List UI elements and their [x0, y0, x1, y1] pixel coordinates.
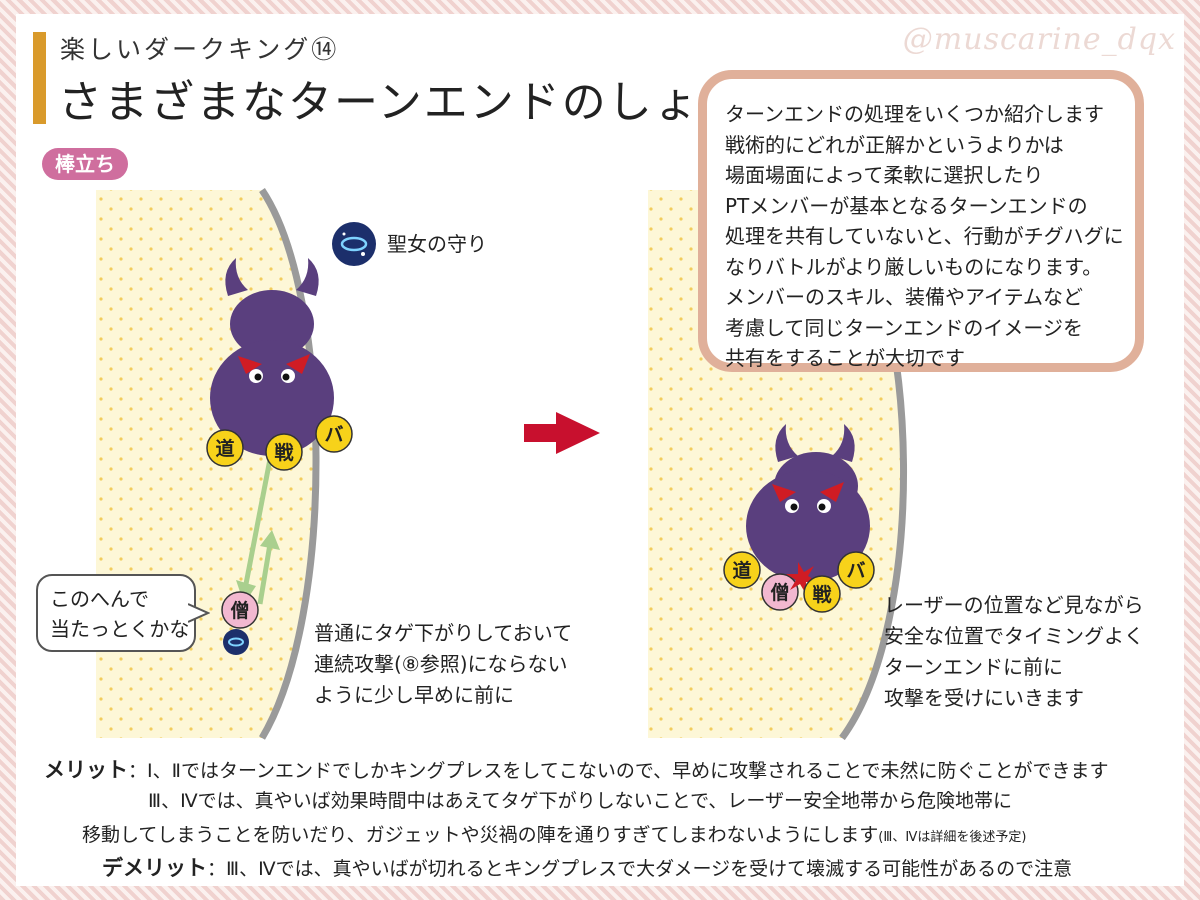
merit-line-2: Ⅲ、Ⅳでは、真やいば効果時間中はあえてタゲ下がりしないことで、レーザー安全地帯か…: [148, 790, 1012, 812]
merit-line-1: メリット：Ⅰ、Ⅱではターンエンドでしかキングプレスをしてこないので、早めに攻撃さ…: [44, 758, 1109, 782]
member-dougu-right: 道: [723, 551, 761, 589]
member-dougu-left: 道: [206, 429, 244, 467]
info-line: PTメンバーが基本となるターンエンドの: [725, 193, 1088, 218]
speech-bubble-tail: [188, 603, 210, 623]
dark-king-boss-right: [746, 424, 870, 582]
left-caption: 普通にタゲ下がりしておいて 連続攻撃(⑧参照)にならない ように少し早めに前に: [314, 618, 572, 711]
member-battle-right-label: バ: [846, 560, 865, 582]
caption-line: 攻撃を受けにいきます: [884, 686, 1084, 710]
caption-line: レーザーの位置など見ながら: [884, 593, 1144, 617]
merit-label: メリット: [44, 758, 128, 782]
member-battle-left: バ: [315, 415, 353, 453]
page-title: さまざまなターンエンドのしょり1: [58, 77, 776, 128]
speech-bubble: このへんで 当たっとくかな: [36, 574, 196, 652]
movement-arrows: [236, 453, 280, 605]
speech-line: このへんで: [50, 587, 149, 611]
title-accent-bar: [33, 32, 46, 124]
info-line: なりバトルがより厳しいものになります。: [725, 254, 1103, 279]
merit-note: (Ⅲ、Ⅳは詳細を後述予定): [878, 830, 1027, 845]
holy-protection-orb-small: [223, 629, 249, 655]
right-caption: レーザーの位置など見ながら 安全な位置でタイミングよく ターンエンドに前に 攻撃…: [884, 590, 1144, 714]
info-line: ターンエンドの処理をいくつか紹介します: [725, 102, 1104, 126]
member-battle-right: バ: [837, 551, 875, 589]
caption-line: 安全な位置でタイミングよく: [884, 624, 1144, 648]
member-sou-right: 僧: [761, 573, 799, 611]
member-battle-left-label: バ: [324, 424, 343, 446]
watermark: @muscarine_dqx: [902, 22, 1176, 57]
holy-protection-label: 聖女の守り: [387, 232, 487, 256]
member-senshi-right-label: 戦: [812, 583, 831, 606]
caption-line: 連続攻撃(⑧参照)にならない: [314, 652, 568, 676]
member-senshi-left-label: 戦: [274, 441, 293, 464]
member-sou-left: 僧: [221, 591, 259, 629]
transition-arrow: [524, 412, 600, 454]
info-line: メンバーのスキル、装備やアイテムなど: [725, 285, 1083, 309]
demerit-line: デメリット：Ⅲ、Ⅳでは、真やいばが切れるとキングプレスで大ダメージを受けて壊滅す…: [102, 856, 1073, 880]
member-sou-left-label: 僧: [230, 599, 249, 622]
info-box: ターンエンドの処理をいくつか紹介します 戦術的にどれが正解かというよりかは 場面…: [698, 70, 1144, 372]
caption-line: ターンエンドに前に: [884, 655, 1063, 679]
merit-line-3: 移動してしまうことを防いだり、ガジェットや災禍の陣を通りすぎてしまわないようにし…: [82, 824, 1027, 846]
info-line: 共有をすることが大切です: [725, 346, 965, 370]
caption-line: ように少し早めに前に: [314, 683, 514, 707]
info-line: 戦術的にどれが正解かというよりかは: [725, 132, 1064, 157]
caption-line: 普通にタゲ下がりしておいて: [314, 621, 573, 645]
hit-spark-icon: [786, 562, 818, 594]
section-tag: 棒立ち: [42, 148, 128, 180]
member-sou-right-label: 僧: [770, 581, 789, 604]
member-senshi-left: 戦: [265, 433, 303, 471]
demerit-label: デメリット: [102, 856, 207, 880]
holy-protection-icon: [332, 222, 376, 266]
member-senshi-right: 戦: [803, 575, 841, 613]
info-line: 処理を共有していないと、行動がチグハグに: [725, 224, 1124, 248]
member-dougu-right-label: 道: [732, 559, 751, 582]
card: 楽しいダークキング⑭ さまざまなターンエンドのしょり1 @muscarine_d…: [16, 14, 1184, 886]
dark-king-boss-left: [210, 258, 334, 456]
subtitle: 楽しいダークキング⑭: [60, 35, 340, 64]
info-line: 場面場面によって柔軟に選択したり: [725, 163, 1044, 187]
speech-line: 当たっとくかな: [50, 617, 190, 641]
member-dougu-left-label: 道: [215, 437, 234, 460]
info-line: 考慮して同じターンエンドのイメージを: [725, 315, 1083, 340]
